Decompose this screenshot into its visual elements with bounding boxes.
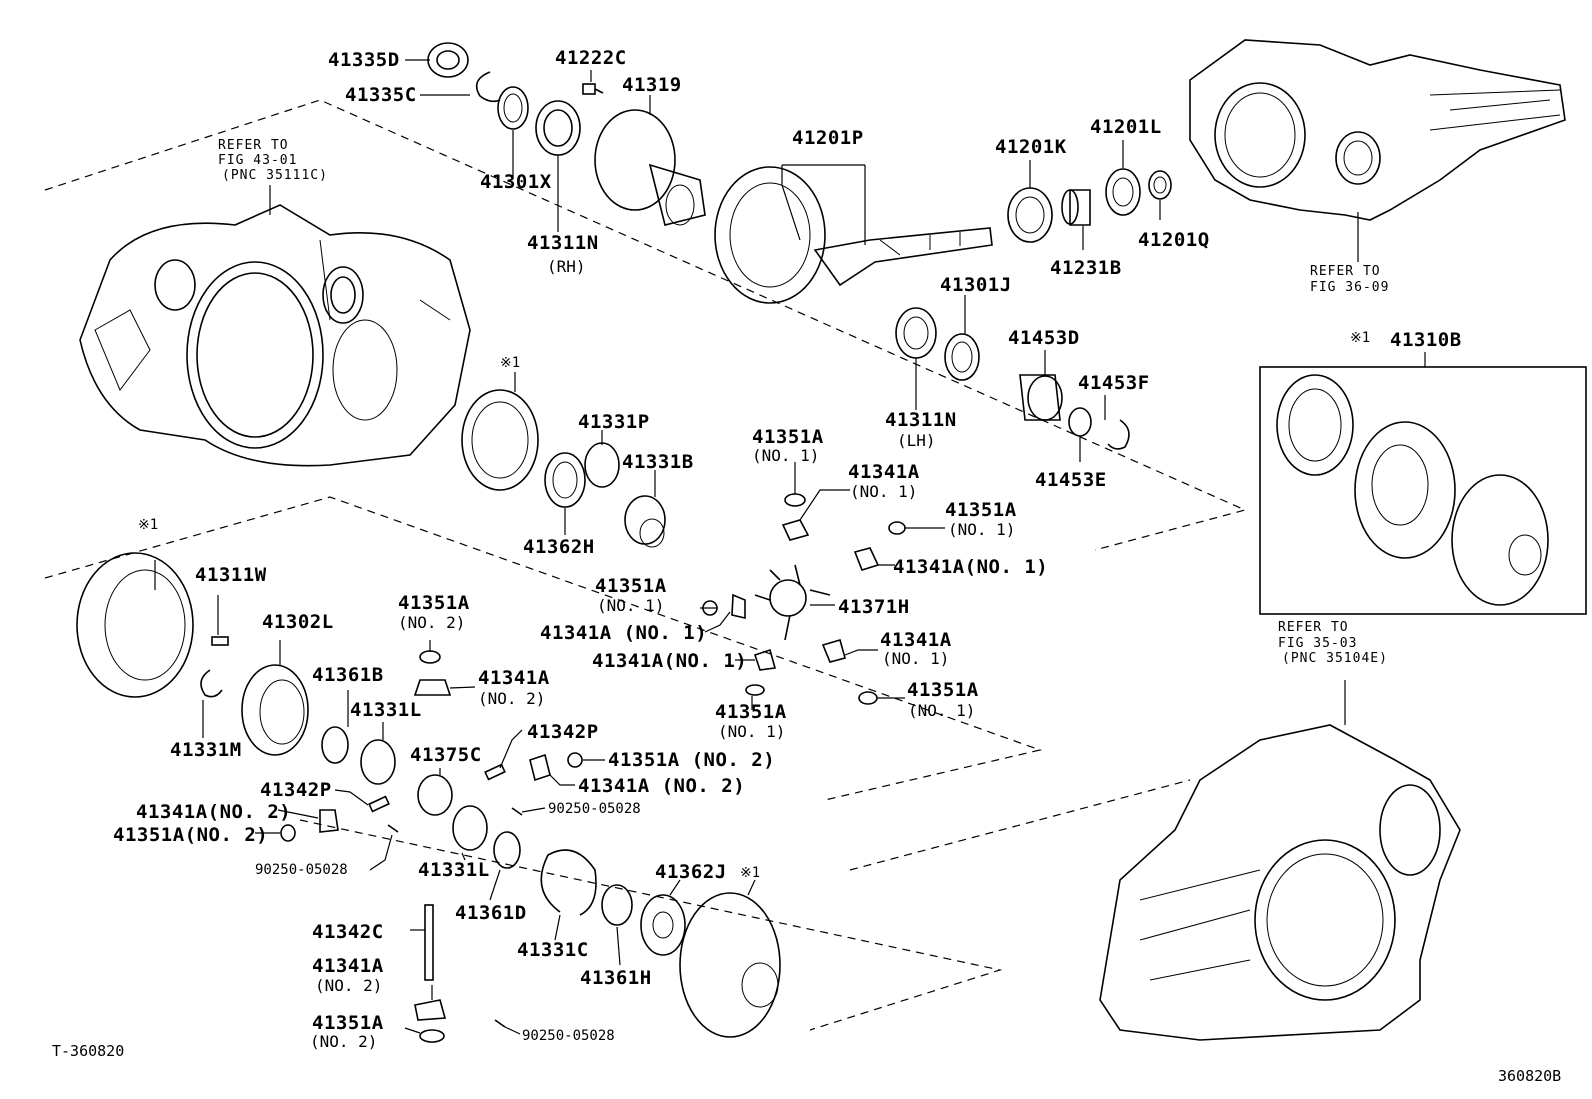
- kit-mark-2: ※1: [138, 517, 159, 533]
- label-41375C: 41375C: [410, 744, 482, 766]
- label-no1-r2: (NO. 1): [882, 649, 950, 668]
- kit-mark-4: ※1: [740, 865, 761, 881]
- label-41351A-left1: 41351A: [595, 575, 667, 597]
- kit-mark-3: ※1: [1350, 330, 1371, 346]
- label-41351A-no2b: 41351A (NO. 2): [608, 749, 776, 771]
- label-no2-e: (NO. 2): [310, 1032, 378, 1051]
- lower-left-parts: [76, 552, 781, 1043]
- label-41362H: 41362H: [523, 536, 595, 558]
- kit-mark-1: ※1: [500, 355, 521, 371]
- label-41331M: 41331M: [170, 739, 242, 761]
- label-41301J: 41301J: [940, 274, 1012, 296]
- label-lh: (LH): [897, 431, 936, 450]
- label-41311W: 41311W: [195, 564, 267, 586]
- label-41331C: 41331C: [517, 939, 589, 961]
- label-90250-b: 90250-05028: [255, 862, 348, 878]
- label-41341A-no2d: 41341A: [312, 955, 384, 977]
- differential-parts: [461, 389, 906, 705]
- refer-note-2-line2: FIG 36-09: [1310, 280, 1390, 295]
- label-41311N-lh: 41311N: [885, 409, 957, 431]
- label-41371H: 41371H: [838, 596, 910, 618]
- transfer-case-upper-right: [1189, 39, 1566, 221]
- label-41351A-r3: 41351A: [907, 679, 979, 701]
- label-41342P-a: 41342P: [527, 721, 599, 743]
- label-no1-r1: (NO. 1): [948, 520, 1016, 539]
- label-41351A-no2e: 41351A: [312, 1012, 384, 1034]
- kit-box-parts: [1276, 374, 1549, 606]
- label-41453D: 41453D: [1008, 327, 1080, 349]
- label-41341A-top: 41341A: [848, 461, 920, 483]
- label-41453E: 41453E: [1035, 469, 1107, 491]
- label-41311N-rh: 41311N: [527, 232, 599, 254]
- label-41201K: 41201K: [995, 136, 1067, 158]
- label-41362J: 41362J: [655, 861, 727, 883]
- label-41342C: 41342C: [312, 921, 384, 943]
- label-41201P: 41201P: [792, 127, 864, 149]
- kit-box-41310B: [1259, 366, 1587, 615]
- diagram-code-right: 360820B: [1498, 1067, 1562, 1085]
- label-41302L: 41302L: [262, 611, 334, 633]
- label-41351A-no2c: 41351A(NO. 2): [113, 824, 269, 846]
- label-41310B: 41310B: [1390, 329, 1462, 351]
- transaxle-case-left: [79, 204, 471, 467]
- label-no1-top: (NO. 1): [752, 446, 820, 465]
- refer-note-1-line2: FIG 43-01: [218, 153, 298, 168]
- label-41453F: 41453F: [1078, 372, 1150, 394]
- label-no1-r3: (NO. 1): [908, 701, 976, 720]
- label-41331L-b: 41331L: [418, 859, 490, 881]
- label-41231B: 41231B: [1050, 257, 1122, 279]
- refer-note-3-line3: (PNC 35104E): [1282, 651, 1388, 666]
- label-41301X: 41301X: [480, 171, 552, 193]
- label-41361H: 41361H: [580, 967, 652, 989]
- label-41319: 41319: [622, 74, 682, 96]
- label-41335D: 41335D: [328, 49, 400, 71]
- label-41341A-r2: 41341A: [880, 629, 952, 651]
- label-no1-bot1: (NO. 1): [718, 722, 786, 741]
- refer-note-1-line1: REFER TO: [218, 138, 289, 153]
- label-41331B: 41331B: [622, 451, 694, 473]
- label-rh: (RH): [547, 257, 586, 276]
- diagram-code-left: T-360820: [52, 1042, 125, 1060]
- label-41342P-b: 41342P: [260, 779, 332, 801]
- label-41201Q: 41201Q: [1138, 229, 1210, 251]
- label-41351A-bot1: 41351A: [715, 701, 787, 723]
- refer-note-3-line1: REFER TO: [1278, 620, 1349, 635]
- label-90250-a: 90250-05028: [548, 801, 641, 817]
- label-41361B: 41361B: [312, 664, 384, 686]
- label-41341A-left1: 41341A (NO. 1): [540, 622, 708, 644]
- label-41331L-a: 41331L: [350, 699, 422, 721]
- label-41341A-no2a: 41341A: [478, 667, 550, 689]
- label-41201L: 41201L: [1090, 116, 1162, 138]
- label-no2a: (NO. 2): [398, 613, 466, 632]
- label-41351A-no2a: 41351A: [398, 592, 470, 614]
- label-no2-d: (NO. 2): [315, 976, 383, 995]
- label-no1-341top: (NO. 1): [850, 482, 918, 501]
- label-41341A-no2c: 41341A(NO. 2): [136, 801, 292, 823]
- label-41351A-top: 41351A: [752, 426, 824, 448]
- refer-note-1-line3: (PNC 35111C): [222, 168, 328, 183]
- transaxle-case-lower-right: [1099, 724, 1461, 1041]
- label-41341A-r1: 41341A(NO. 1): [893, 556, 1049, 578]
- label-no1-left1: (NO. 1): [597, 596, 665, 615]
- label-41361D: 41361D: [455, 902, 527, 924]
- label-41331P: 41331P: [578, 411, 650, 433]
- label-41351A-r1: 41351A: [945, 499, 1017, 521]
- upper-parts: [427, 42, 1172, 450]
- label-41341A-no2b: 41341A (NO. 2): [578, 775, 746, 797]
- dashed-outlines: [44, 99, 1247, 1031]
- label-90250-c: 90250-05028: [522, 1028, 615, 1044]
- leader-lines: [154, 59, 1426, 1035]
- label-no2-341a: (NO. 2): [478, 689, 546, 708]
- refer-note-3-line2: FIG 35-03: [1278, 636, 1358, 651]
- label-41341A-left2: 41341A(NO. 1): [592, 650, 748, 672]
- label-41222C: 41222C: [555, 47, 627, 69]
- refer-note-2-line1: REFER TO: [1310, 264, 1381, 279]
- label-41335C: 41335C: [345, 84, 417, 106]
